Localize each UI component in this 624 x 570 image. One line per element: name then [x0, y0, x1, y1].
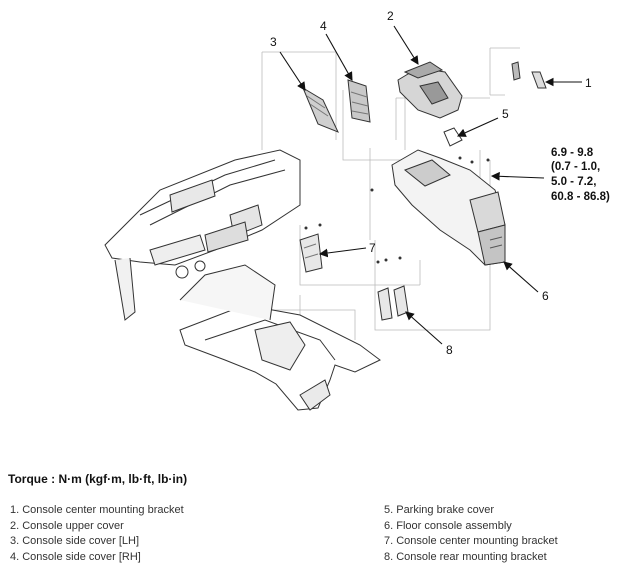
torque-heading: Torque : N·m (kgf·m, lb·ft, lb·in)	[8, 472, 188, 486]
console-side-cover-rh	[347, 79, 371, 123]
console-rear-mounting-bracket	[377, 285, 409, 321]
parking-brake-cover	[443, 127, 463, 147]
leader-arrows	[279, 25, 582, 345]
legend-item: 8. Console rear mounting bracket	[384, 550, 547, 563]
floor-frame	[179, 264, 381, 411]
callout-3: 3	[270, 35, 277, 49]
callout-2: 2	[387, 9, 394, 23]
exploded-parts-diagram: 1 2 3 4 5 6 7 8 6.9 - 9.8 (0.7 - 1.0, 5.…	[104, 9, 610, 411]
console-upper-cover	[397, 61, 463, 119]
parts-legend-left: 1. Console center mounting bracket 2. Co…	[10, 503, 184, 565]
svg-text:60.8 - 86.8): 60.8 - 86.8)	[551, 191, 610, 203]
console-center-mounting-bracket	[299, 233, 323, 273]
callout-4: 4	[320, 19, 327, 33]
console-center-mounting-bracket-small	[511, 61, 547, 89]
callout-7: 7	[369, 241, 376, 255]
legend-item: 2. Console upper cover	[10, 519, 124, 532]
parts-legend-right: 5. Parking brake cover 6. Floor console …	[384, 503, 558, 565]
svg-text:(0.7 - 1.0,: (0.7 - 1.0,	[551, 161, 600, 173]
legend-item: 4. Console side cover [RH]	[10, 550, 141, 563]
callout-8: 8	[446, 343, 453, 357]
callout-5: 5	[502, 107, 509, 121]
callout-6: 6	[542, 289, 549, 303]
floor-console-assembly	[391, 149, 506, 266]
legend-item: 6. Floor console assembly	[384, 519, 512, 532]
bolt-markers	[304, 156, 490, 264]
svg-text:6.9 - 9.8: 6.9 - 9.8	[551, 147, 594, 159]
crash-pad	[104, 149, 301, 321]
legend-item: 7. Console center mounting bracket	[384, 535, 558, 547]
legend-item: 1. Console center mounting bracket	[10, 504, 184, 516]
callout-1: 1	[585, 76, 592, 90]
svg-text:5.0 - 7.2,: 5.0 - 7.2,	[551, 176, 596, 188]
console-side-cover-lh	[301, 86, 339, 133]
legend-item: 5. Parking brake cover	[384, 504, 495, 516]
legend-item: 3. Console side cover [LH]	[10, 535, 140, 547]
torque-spec: 6.9 - 9.8 (0.7 - 1.0, 5.0 - 7.2, 60.8 - …	[551, 147, 610, 203]
